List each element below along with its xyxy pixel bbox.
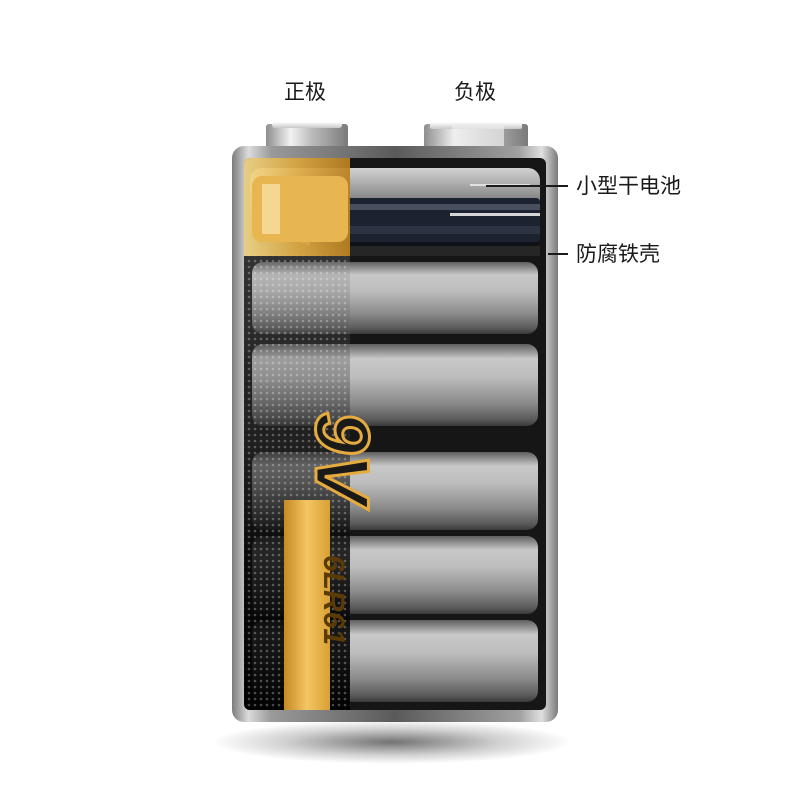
voltage-mark: 9V	[299, 412, 384, 510]
gold-stripe	[284, 500, 330, 710]
small-dry-cell-label: 小型干电池	[576, 174, 681, 198]
floor-shadow	[212, 720, 572, 764]
steel-shell-label: 防腐铁壳	[576, 242, 660, 266]
brand-marking: 9V 6LR61	[298, 410, 386, 645]
negative-terminal-label: 负极	[454, 80, 496, 104]
positive-terminal-label: 正极	[284, 80, 326, 104]
model-mark: 6LR61	[317, 555, 350, 645]
